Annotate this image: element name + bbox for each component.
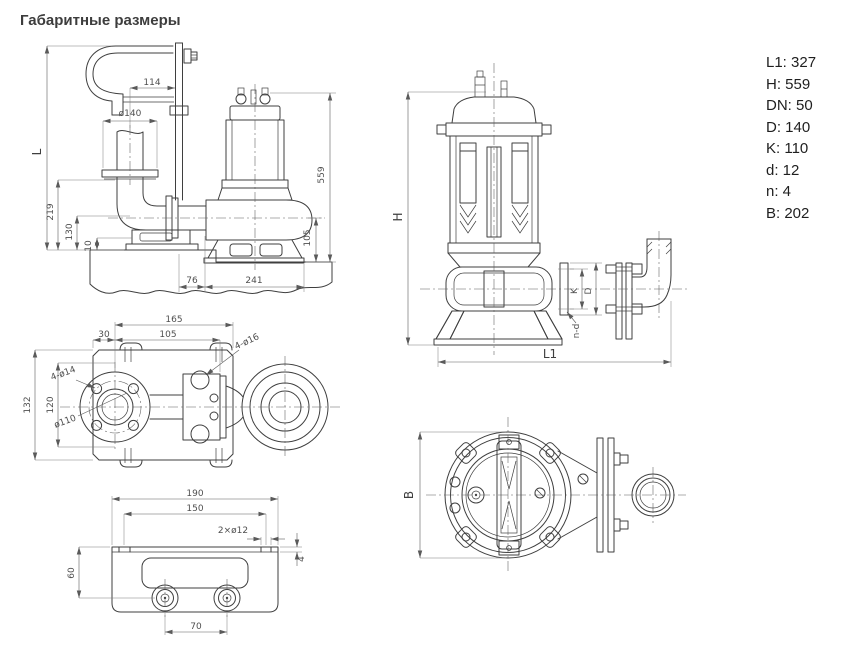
spec-item: D: 140 [766, 118, 811, 136]
spec-item: n: 4 [766, 183, 792, 200]
dim-B: B [402, 491, 416, 499]
drawing-pump-top-view: B [402, 417, 686, 573]
dim-76: 76 [186, 276, 198, 286]
corner-lug [455, 526, 477, 548]
base-frame [92, 342, 234, 468]
dimensions: L 114 ø140 219 130 10 559 105 [30, 45, 336, 292]
dim-130: 130 [65, 223, 75, 240]
corner-lug [539, 526, 561, 548]
riser-pipe-and-elbow [101, 130, 207, 251]
lifting-hook [85, 45, 174, 116]
centerlines [426, 417, 686, 573]
pump-side-silhouette [203, 87, 313, 264]
corner-lug [455, 442, 477, 464]
corner-lug [539, 442, 561, 464]
spec-item: B: 202 [766, 204, 810, 222]
dim-dia110: ø110 [53, 413, 78, 430]
guide-rail [169, 42, 198, 201]
dim-dia140: ø140 [119, 109, 142, 119]
centerlines [108, 84, 325, 270]
centerlines [420, 63, 688, 355]
dim-H: H [391, 212, 405, 221]
dimensions: 190 150 2×ø12 60 4 70 [67, 489, 307, 635]
dim-559: 559 [317, 166, 327, 183]
dim-10: 10 [84, 240, 94, 252]
dim-30: 30 [98, 330, 110, 340]
dim-L1: L1 [543, 347, 557, 361]
dimensions: B [402, 431, 506, 559]
discharge-elbow [605, 238, 672, 340]
spec-item: L1: 327 [766, 54, 817, 71]
spec-item: DN: 50 [766, 97, 813, 114]
dim-120: 120 [46, 396, 56, 413]
centerlines [60, 356, 342, 458]
dim-132: 132 [23, 396, 33, 413]
dim-60: 60 [67, 567, 77, 579]
dim-241: 241 [245, 276, 262, 286]
dim-K: K [570, 287, 580, 294]
drawing-coupling-top-view: 165 30 105 132 120 4-ø14 ø110 4-ø16 [23, 315, 342, 468]
dim-219: 219 [46, 203, 56, 220]
spec-list: L1: 327 H: 559 DN: 50 D: 140 K: 110 d: 1… [766, 52, 816, 224]
drawing-pump-section: H K D n-d L1 [391, 63, 688, 367]
dim-L: L [30, 148, 44, 155]
dim-70: 70 [190, 622, 202, 632]
dim-4x16: 4-ø16 [233, 332, 261, 352]
dim-4x14: 4-ø14 [49, 365, 77, 383]
dim-165: 165 [165, 315, 182, 325]
drawing-installation-side-view: L 114 ø140 219 130 10 559 105 [30, 42, 336, 294]
dim-105: 105 [303, 229, 313, 246]
spec-item: H: 559 [766, 75, 811, 93]
volute-section [433, 262, 574, 346]
dim-nd: n-d [572, 324, 582, 339]
page-title: Габаритные размеры [20, 12, 181, 29]
dim-2x12: 2×ø12 [218, 526, 248, 536]
dimensions: H K D n-d L1 [391, 91, 672, 367]
dim-150: 150 [186, 504, 203, 514]
dim-4: 4 [297, 556, 307, 562]
dim-D: D [584, 287, 594, 294]
spec-item: d: 12 [766, 161, 800, 179]
dim-105b: 105 [159, 330, 176, 340]
drawing-mounting-plate: 190 150 2×ø12 60 4 70 [67, 489, 307, 635]
dim-114: 114 [143, 78, 160, 88]
plate-body [111, 546, 279, 617]
dim-190: 190 [186, 489, 203, 499]
spec-item: K: 110 [766, 140, 809, 157]
